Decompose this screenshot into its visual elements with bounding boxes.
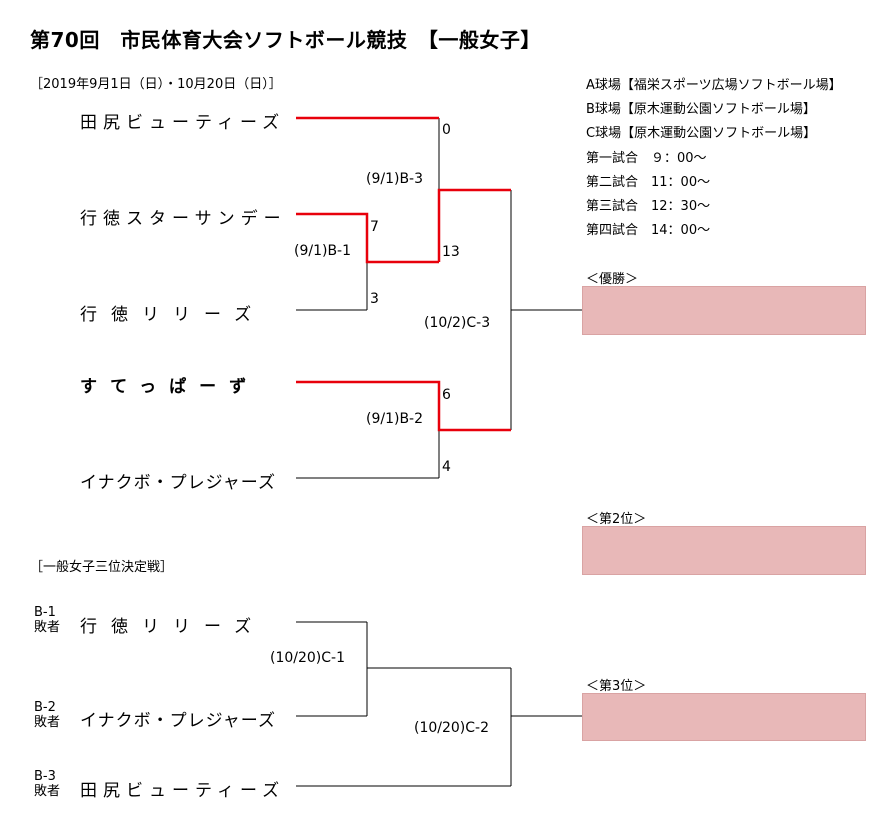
match-b2: (9/1)B-2 [366,411,424,427]
prize-third-label: ＜第3位＞ [586,679,647,694]
venue-b: B球場【原木運動公園ソフトボール場】 [586,102,816,117]
bracket-winner-lines [296,116,511,432]
score-b1-top: 7 [370,219,379,235]
loser-label: 敗者 [34,784,61,799]
prize-third-box [582,693,866,741]
event-dates: ［2019年9月1日（日）・10月20日（日）］ [30,77,282,92]
loser-code: B-2 [34,700,56,715]
team-inakubo: イナクボ・プレジャーズ [80,473,276,493]
team-gyotoku-star: 行徳スターサンデー [80,209,287,229]
loser-tag-b1: B-1 敗者 [34,605,60,635]
bracket-black-lines [296,118,582,787]
prize-champion-box [582,286,866,335]
third-team-2: イナクボ・プレジャーズ [80,711,276,731]
loser-label: 敗者 [34,620,61,635]
match-c2: (10/20)C-2 [414,720,490,736]
match-b3: (9/1)B-3 [366,171,424,187]
loser-code: B-3 [34,769,56,784]
team-steppers: すてっぱーず [80,377,260,397]
team-tajiri: 田尻ビューティーズ [80,113,286,133]
loser-tag-b2: B-2 敗者 [34,700,60,730]
venue-c: C球場【原木運動公園ソフトボール場】 [586,126,817,141]
third-team-3: 田尻ビューティーズ [80,781,286,801]
schedule-2: 第二試合 11：00～ [586,175,711,190]
schedule-3: 第三試合 12：30～ [586,199,711,214]
match-c3: (10/2)C-3 [424,315,491,331]
prize-second-label: ＜第2位＞ [586,512,647,527]
page-title: 第70回 市民体育大会ソフトボール競技 【一般女子】 [30,28,541,52]
score-b2-top: 6 [442,387,451,403]
score-b3-bottom: 13 [442,244,460,260]
match-b1: (9/1)B-1 [294,243,352,259]
match-c1: (10/20)C-1 [270,650,346,666]
loser-code: B-1 [34,605,56,620]
team-gyotoku-lilies: 行徳リリーズ [80,305,266,325]
venue-a: A球場【福栄スポーツ広場ソフトボール場】 [586,78,842,93]
loser-label: 敗者 [34,715,61,730]
schedule-4: 第四試合 14：00～ [586,223,711,238]
prize-second-box [582,526,866,575]
score-b3-top: 0 [442,122,451,138]
loser-tag-b3: B-3 敗者 [34,769,60,799]
third-place-heading: ［一般女子三位決定戦］ [30,560,174,575]
score-b2-bottom: 4 [442,459,451,475]
third-team-1: 行徳リリーズ [80,617,266,637]
score-b1-bottom: 3 [370,291,379,307]
schedule-1: 第一試合 ９：00～ [586,151,707,166]
prize-champion-label: ＜優勝＞ [586,272,639,287]
